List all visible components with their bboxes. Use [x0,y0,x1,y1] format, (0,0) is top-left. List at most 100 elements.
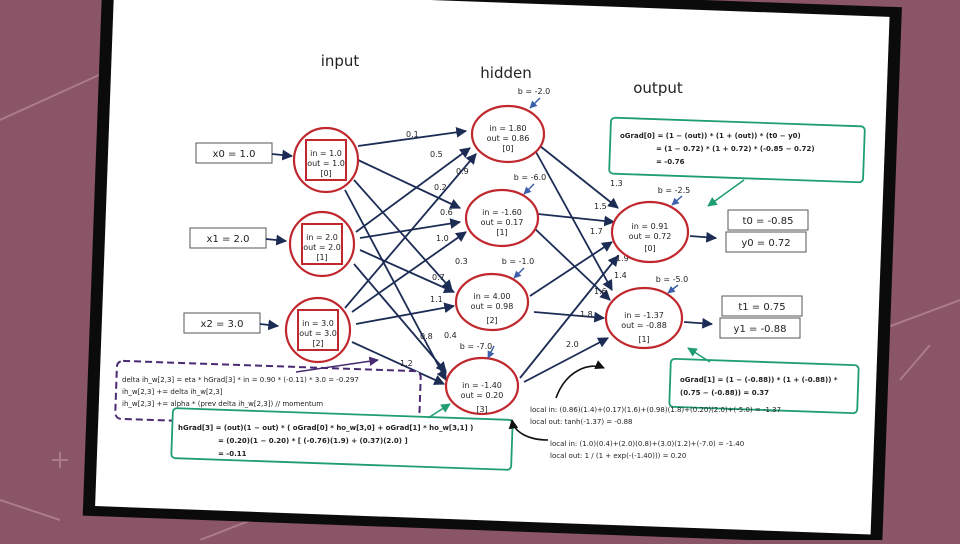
bias-arrow [523,183,535,195]
node-out: out = 0.72 [629,232,672,241]
input-box-label: x0 = 1.0 [213,149,256,160]
hgrad-box: hGrad[3] = (out)(1 − out) * ( oGrad[0] *… [170,403,514,471]
input-node: in = 1.0 out = 1.0 [0] [292,126,360,194]
output-box [725,231,807,253]
local-hidden-line: local in: (1.0)(0.4)+(2.0)(0.8)+(3.0)(1.… [550,440,744,448]
bias-arrow [529,97,541,109]
node-index: [0] [320,169,331,178]
bias-arrow [671,195,683,206]
output-arrow [689,231,718,243]
node-out: out = 3.0 [299,329,337,338]
header-hidden: hidden [480,64,531,82]
local-output-annotation: local in: (0.86)(1.4)+(0.17)(1.6)+(0.98)… [530,360,781,426]
ograd1-line: (0.75 − (-0.88)) = 0.37 [680,389,769,397]
ograd0-line: oGrad[0] = (1 − (out)) * (1 + (out)) * (… [620,132,801,140]
hgrad-arrow [427,403,451,419]
weight-label: 0.6 [440,208,453,217]
weight-label: 0.5 [430,150,443,159]
bias-label: b = -2.5 [658,186,690,195]
node-index: [0] [502,144,513,153]
bias-arrow [667,284,679,294]
weight-label: 1.9 [616,254,629,263]
input-value-boxes: x0 = 1.0 x1 = 2.0 x2 = 3.0 [183,142,294,334]
weight-label: 2.0 [566,340,579,349]
input-arrow [265,234,288,246]
delta-line: ih_w[2,3] += alpha * (prev delta ih_w[2,… [122,400,323,408]
weight-label: 0.9 [456,167,469,176]
ograd0-arrow [707,179,745,207]
input-box [189,227,267,249]
weight-label: 0.3 [455,257,468,266]
ograd0-line: = (1 − 0.72) * (1 + 0.72) * (-0.85 − 0.7… [656,145,815,153]
input-arrow [259,319,280,331]
local-output-line: local in: (0.86)(1.4)+(0.17)(1.6)+(0.98)… [530,406,781,414]
delta-line: delta ih_w[2,3] = eta * hGrad[3] * in = … [122,376,359,384]
node-in: in = -1.40 [462,381,502,390]
local-hidden-line: local out: 1 / (1 + exp(-(-1.40))) = 0.2… [550,452,686,460]
weight-label: 1.4 [614,271,627,280]
output-box [719,317,801,339]
hgrad-line: = -0.11 [218,450,247,458]
weight-label: 1.2 [400,359,413,368]
node-index: [3] [476,405,487,414]
node-out: out = 0.20 [461,391,504,400]
ograd1-box: oGrad[1] = (1 − (-0.88)) * (1 + (-0.88))… [668,347,860,415]
ograd0-line: = -0.76 [656,158,685,166]
hidden-output-connections [519,145,619,383]
weight-label: 1.1 [430,295,443,304]
weight-label: 0.2 [434,183,447,192]
weight-label: 0.4 [444,331,457,340]
input-box [195,142,273,164]
node-index: [2] [486,316,497,325]
hidden-node: in = -1.40 out = 0.20 [3] b = -7.0 [444,342,520,416]
node-index: [1] [316,253,327,262]
ograd1-arrow [687,347,711,363]
input-box [183,312,261,334]
input-hidden-weights: 0.1 0.5 0.9 0.2 0.6 1.0 0.3 0.7 1.1 0.4 … [400,130,469,368]
delta-line: ih_w[2,3] += delta ih_w[2,3] [122,388,223,396]
hidden-node: in = -1.60 out = 0.17 [1] b = -6.0 [464,173,546,248]
input-hidden-connections [344,126,477,385]
node-out: out = 0.86 [487,134,530,143]
node-in: in = 3.0 [302,319,334,328]
node-out: out = -0.88 [621,321,667,330]
bias-label: b = -2.0 [518,87,550,96]
input-box-label: x1 = 2.0 [207,234,250,245]
output-box-label: y0 = 0.72 [741,238,790,249]
node-out: out = 0.98 [471,302,514,311]
hgrad-line: hGrad[3] = (out)(1 − out) * ( oGrad[0] *… [178,424,473,432]
header-output: output [633,79,683,97]
input-nodes: in = 1.0 out = 1.0 [0] in = 2.0 out = 2.… [284,126,360,364]
node-out: out = 0.17 [481,218,524,227]
node-in: in = 1.80 [490,124,527,133]
delta-arrow [295,356,379,373]
header-input: input [321,52,360,70]
node-in: in = 1.0 [310,149,342,158]
output-arrow [683,317,714,329]
weight-label: 1.3 [610,179,623,188]
hgrad-line: = (0.20)(1 − 0.20) * [ (-0.76)(1.9) + (0… [218,437,408,445]
node-out: out = 2.0 [303,243,341,252]
bias-label: b = -7.0 [460,342,492,351]
output-value-boxes: t0 = -0.85 y0 = 0.72 t1 = 0.75 y1 = -0.8… [683,209,809,339]
ograd0-box: oGrad[0] = (1 − (out)) * (1 + (out)) * (… [608,116,866,207]
weight-label: 1.7 [590,227,603,236]
node-in: in = -1.60 [482,208,522,217]
input-node: in = 2.0 out = 2.0 [1] [288,210,356,278]
node-in: in = -1.37 [624,311,664,320]
input-box-label: x2 = 3.0 [201,319,244,330]
node-index: [1] [638,335,649,344]
output-box-label: t1 = 0.75 [738,302,785,313]
output-box [721,295,803,317]
bias-arrow [513,267,525,279]
hidden-node: in = 4.00 out = 0.98 [2] b = -1.0 [454,257,534,332]
node-index: [1] [496,228,507,237]
output-nodes: in = 0.91 out = 0.72 [0] b = -2.5 in = -… [604,186,690,350]
hidden-node: in = 1.80 out = 0.86 [0] b = -2.0 [470,87,550,164]
bias-arrow [487,345,495,359]
weight-label: 1.8 [580,310,593,319]
bias-label: b = -5.0 [656,275,688,284]
